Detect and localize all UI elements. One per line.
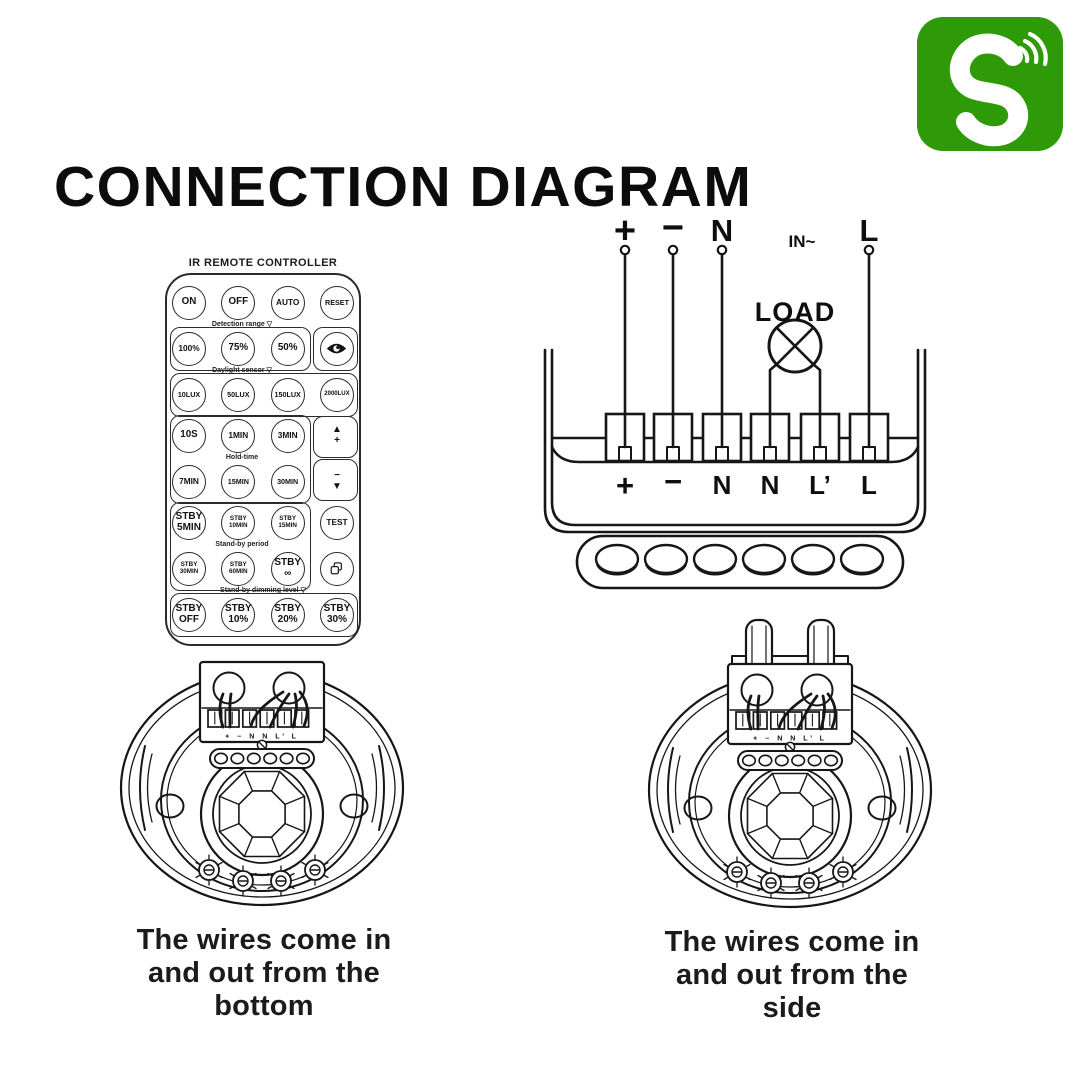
- remote-button-30min: 30MIN: [270, 464, 305, 499]
- remote-button-stby-15min: STBY 15MIN: [270, 505, 305, 540]
- remote-button-2000lux: 2000LUX: [319, 377, 354, 412]
- wire-label-plus: +: [614, 210, 636, 252]
- terminal-label-n1: N: [713, 470, 732, 500]
- remote-button-row: ON OFF AUTO RESET: [167, 285, 359, 320]
- remote-section-label: Detection range ▽: [211, 321, 273, 328]
- remote-button-row: STBY OFF STBY 10% STBY 20% STBY 30%: [167, 597, 359, 632]
- remote-button-10lux: 10LUX: [172, 377, 206, 412]
- remote-button-row: 10S 1MIN 3MIN ▲ +: [167, 418, 359, 453]
- group-outline-standby-dimming: [170, 593, 358, 637]
- remote-button-1min: 1MIN: [221, 418, 256, 453]
- svg-text:+ − N N L’ L: + − N N L’ L: [225, 734, 299, 741]
- remote-button-15min: 15MIN: [221, 464, 256, 499]
- logo-s-stroke: [949, 33, 1029, 147]
- remote-button-50%: 50%: [270, 331, 305, 366]
- power-wiring-diagram: + − N IN~ L LOAD + − N N L’ L: [543, 207, 927, 590]
- remote-button-: ▲ +: [332, 423, 342, 446]
- remote-button-stby-30min: STBY 30MIN: [172, 551, 206, 586]
- remote-button-stby-10%: STBY 10%: [221, 597, 256, 632]
- remote-button-stby-30%: STBY 30%: [319, 597, 354, 632]
- remote-button-10s: 10S: [172, 418, 206, 453]
- remote-button-stby-20%: STBY 20%: [270, 597, 305, 632]
- terminals-and-wires: [594, 244, 890, 576]
- eye-icon: [319, 331, 354, 366]
- wifi-arc-mid: [1022, 38, 1039, 65]
- page-title: CONNECTION DIAGRAM: [54, 155, 753, 220]
- sensor-side-entry-art: + − N N L’ L: [647, 618, 933, 909]
- smart-s-wifi-logo: [917, 17, 1063, 151]
- wifi-arc-large: [1027, 31, 1048, 67]
- remote-button-150lux: 150LUX: [270, 377, 305, 412]
- remote-button-on: ON: [172, 285, 206, 320]
- sensor-bottom-entry-figure: + − N N L’ L The wires come in and out f…: [112, 648, 416, 1022]
- terminal-label-l-prime: L’: [809, 470, 831, 500]
- sensor-caption-bottom: The wires come in and out from the botto…: [136, 924, 392, 1022]
- remote-button-auto: AUTO: [270, 285, 305, 320]
- wire-label-l: L: [860, 213, 879, 248]
- remote-button-50lux: 50LUX: [221, 377, 256, 412]
- group-outline-detection-range: [170, 327, 311, 371]
- group-outline-standby-period: [170, 502, 311, 591]
- remote-button-75%: 75%: [221, 331, 256, 366]
- wifi-arc-small: [1017, 45, 1030, 64]
- terminal-label-plus: +: [616, 468, 634, 503]
- remote-button-test: TEST: [319, 505, 354, 540]
- wire-label-in: IN~: [789, 232, 816, 251]
- remote-button-stby-10min: STBY 10MIN: [221, 505, 256, 540]
- remote-button-stby-off: STBY OFF: [172, 597, 206, 632]
- remote-button-7min: 7MIN: [172, 464, 206, 499]
- remote-section-label: Daylight sensor ▽: [212, 367, 272, 374]
- group-outline-increase: [313, 416, 358, 458]
- group-outline-eye: [313, 327, 358, 371]
- remote-button-row: STBY 30MIN STBY 60MIN STBY ∞: [167, 551, 359, 586]
- brand-logo: [916, 16, 1064, 152]
- remote-button-off: OFF: [221, 285, 256, 320]
- remote-button-100%: 100%: [172, 331, 206, 366]
- remote-button-reset: RESET: [319, 285, 354, 320]
- remote-button-row: STBY 5MIN STBY 10MIN STBY 15MIN TEST: [167, 505, 359, 540]
- terminal-label-l: L: [861, 470, 877, 500]
- wire-label-n: N: [711, 213, 733, 248]
- terminal-label-n2: N: [761, 470, 780, 500]
- ir-remote-controller: IR REMOTE CONTROLLER ON OFF AUTO RESET Detec…: [165, 257, 361, 646]
- sensor-bottom-entry-art: + − N N L’ L: [119, 660, 405, 907]
- remote-button-stby-60min: STBY 60MIN: [221, 551, 256, 586]
- remote-button-: − ▼: [332, 469, 342, 492]
- load-label: LOAD: [755, 297, 836, 327]
- remote-button-stby-5min: STBY 5MIN: [172, 505, 206, 540]
- remote-button-row: 100% 75% 50%: [167, 331, 359, 366]
- group-outline-daylight-sensor: [170, 373, 358, 417]
- wire-label-minus: −: [662, 207, 684, 249]
- remote-button-row: 10LUX 50LUX 150LUX 2000LUX: [167, 377, 359, 412]
- remote-section-label: Stand-by dimming level ▽: [220, 587, 306, 594]
- sensor-side-entry-figure: + − N N L’ L The wires come in and out f…: [640, 614, 944, 1024]
- remote-section-label: Stand-by period: [215, 541, 269, 548]
- remote-title: IR REMOTE CONTROLLER: [188, 257, 338, 269]
- remote-section-label: Hold-time: [225, 454, 259, 461]
- remote-button-row: 7MIN 15MIN 30MIN − ▼: [167, 464, 359, 499]
- remote-body: ON OFF AUTO RESET Detection range ▽ 100% 75% 50…: [165, 273, 361, 646]
- group-outline-hold-time: [170, 415, 311, 504]
- svg-text:+ − N N L’ L: + − N N L’ L: [753, 736, 827, 743]
- remote-button-stby: STBY ∞: [270, 551, 305, 586]
- sensor-caption-side: The wires come in and out from the side: [664, 926, 920, 1024]
- terminal-label-minus: −: [664, 464, 682, 499]
- remote-button-3min: 3MIN: [270, 418, 305, 453]
- remote-button-grid: ON OFF AUTO RESET Detection range ▽ 100% 75% 50…: [167, 275, 359, 632]
- dim-icon: [319, 551, 354, 586]
- group-outline-decrease: [313, 459, 358, 501]
